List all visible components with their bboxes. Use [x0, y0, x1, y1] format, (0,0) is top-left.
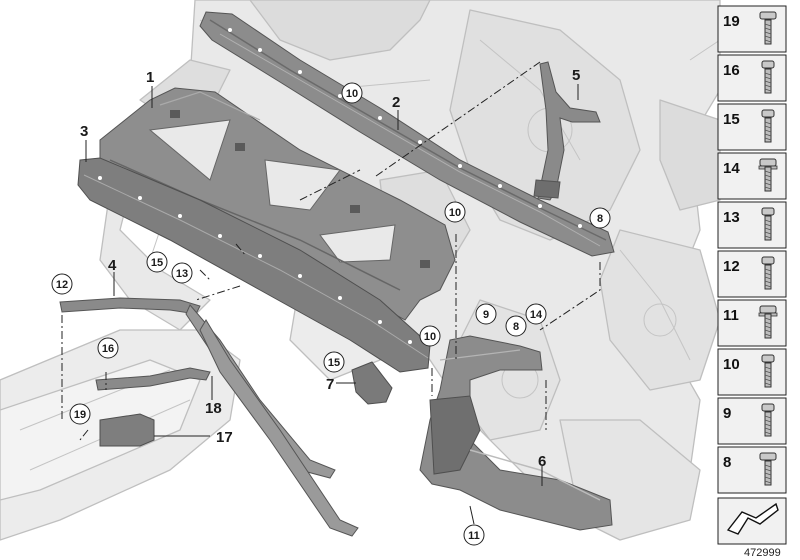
callout-9: 9 — [483, 309, 489, 321]
leader-lines — [61, 61, 601, 441]
hex-bolt-with-washer-icon — [761, 403, 775, 437]
callout-17: 17 — [216, 429, 233, 446]
callout-8-lower: 8 — [513, 321, 519, 333]
callout-10-mid: 10 — [449, 207, 461, 219]
fastener-callouts — [51, 82, 611, 546]
callout-6: 6 — [538, 453, 546, 470]
direction-arrow-icon — [726, 502, 779, 535]
part-4-strut — [59, 297, 359, 537]
legend-row: 9 — [717, 397, 787, 445]
callout-1: 1 — [146, 69, 154, 86]
washer-nut-icon — [761, 354, 775, 388]
legend-number: 19 — [723, 13, 740, 30]
legend-row: 14 — [717, 152, 787, 200]
hex-bolt-icon — [761, 60, 775, 94]
callout-7: 7 — [326, 376, 334, 393]
callout-11: 11 — [468, 530, 480, 542]
legend-row: 10 — [717, 348, 787, 396]
legend-number: 11 — [723, 307, 739, 324]
legend-number: 16 — [723, 62, 740, 79]
part-6-side-support-bracket — [419, 335, 613, 531]
legend-row: 16 — [717, 54, 787, 102]
pan-head-screw-icon — [761, 109, 775, 143]
part-7-small-bracket — [351, 361, 393, 405]
legend-number: 10 — [723, 356, 740, 373]
callout-10-lower: 10 — [424, 331, 436, 343]
legend-row: 13 — [717, 201, 787, 249]
legend-number: 14 — [723, 160, 740, 177]
legend-row: 19 — [717, 5, 787, 53]
part-17-mount-bracket — [99, 413, 155, 447]
legend-number: 13 — [723, 209, 740, 226]
legend-row: 15 — [717, 103, 787, 151]
expansion-rivet-icon — [758, 158, 778, 192]
legend-row: 12 — [717, 250, 787, 298]
collar-nut-icon — [761, 207, 775, 241]
round-head-bolt-icon — [761, 256, 775, 290]
self-tapping-screw-icon — [758, 305, 778, 339]
callout-15-right: 15 — [328, 357, 340, 369]
legend-number: 12 — [723, 258, 740, 275]
callout-14: 14 — [530, 309, 543, 321]
callout-16: 16 — [102, 343, 114, 355]
callout-8-upper: 8 — [597, 213, 603, 225]
fastener-callout-numbers: 10 10 8 10 9 8 14 15 13 12 16 15 19 11 — [56, 88, 603, 542]
fastener-legend: 19 16 15 14 13 12 11 10 9 8 472999 — [717, 5, 787, 559]
callout-13: 13 — [176, 268, 188, 280]
callout-10-top: 10 — [346, 88, 358, 100]
legend-footer — [717, 497, 787, 545]
legend-row: 11 — [717, 299, 787, 347]
callout-4: 4 — [108, 257, 117, 274]
callout-18: 18 — [205, 400, 222, 417]
legend-number: 15 — [723, 111, 740, 128]
callout-5: 5 — [572, 67, 580, 84]
part-3-lower-cross-beam — [77, 157, 431, 373]
doc-number: 472999 — [744, 547, 781, 559]
part-number-labels: 1 2 3 4 5 6 7 18 17 — [80, 67, 580, 470]
callout-3: 3 — [80, 123, 88, 140]
callout-19: 19 — [74, 409, 86, 421]
legend-number: 9 — [723, 405, 731, 422]
part-5-y-bracket — [533, 61, 601, 201]
part-18-diagonal-strut — [95, 367, 211, 391]
part-1-front-panel-carrier — [99, 87, 456, 321]
flange-bolt-icon — [759, 452, 777, 486]
callout-12: 12 — [56, 279, 68, 291]
callout-15-left: 15 — [151, 257, 163, 269]
legend-row: 8 — [717, 446, 787, 494]
callout-2: 2 — [392, 94, 400, 111]
label-leaders — [85, 84, 579, 525]
legend-number: 8 — [723, 454, 731, 471]
flange-hex-bolt-icon — [759, 11, 777, 45]
